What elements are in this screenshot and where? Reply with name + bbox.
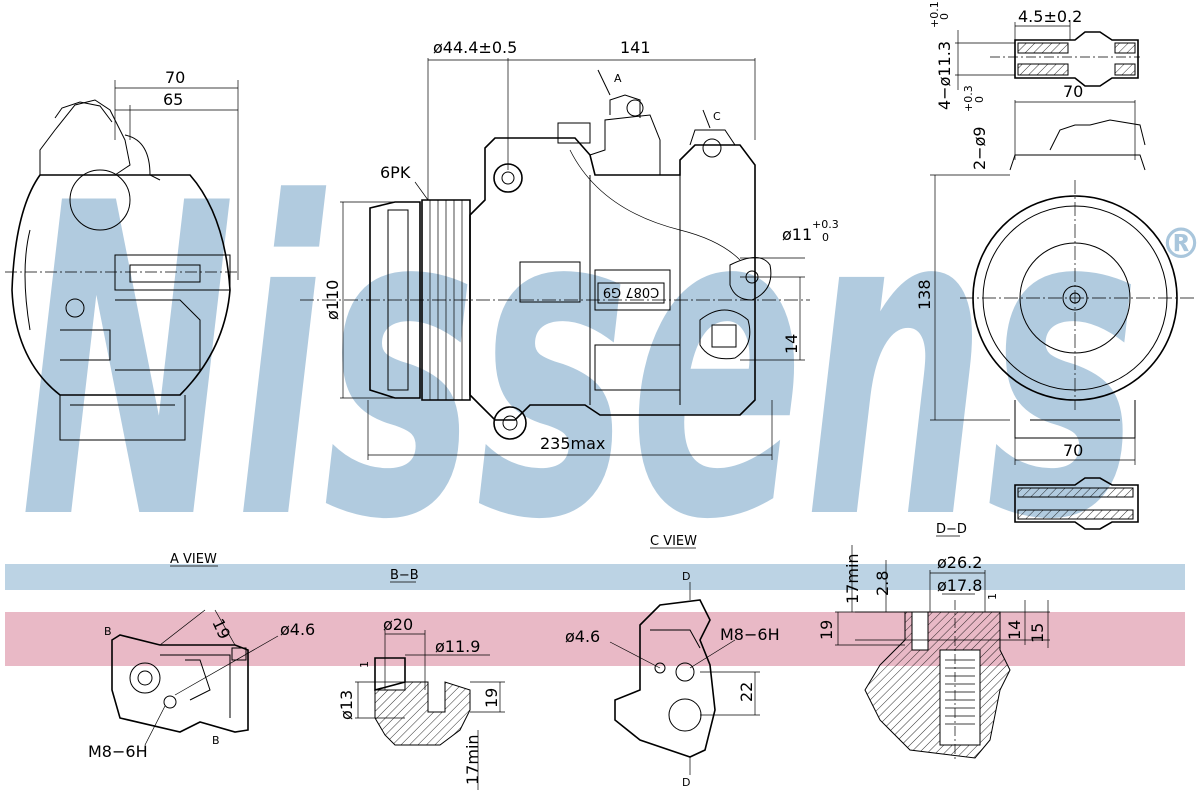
dim-holes-9: 2−ø9 bbox=[970, 126, 989, 170]
dim-pulley-diameter: ø44.4±0.5 bbox=[433, 38, 517, 57]
dd-dim-1: 1 bbox=[986, 593, 999, 600]
c-view-thread: M8−6H bbox=[720, 625, 780, 644]
dim-holes-9-lower: 0 bbox=[973, 96, 986, 103]
watermark-registered-mark: ® bbox=[1160, 219, 1200, 268]
a-view-marker-b-top: B bbox=[104, 625, 112, 638]
dim-width-70-top: 70 bbox=[1063, 82, 1083, 101]
dd-dim-17min: 17min bbox=[843, 553, 862, 604]
dim-length-235max: 235max bbox=[540, 434, 605, 453]
dim-offset-14: 14 bbox=[782, 334, 801, 354]
dim-holes-113-lower: 0 bbox=[938, 13, 951, 20]
dim-slot-45: 4.5±0.2 bbox=[1018, 7, 1082, 26]
dd-dim-28: 2.8 bbox=[873, 571, 892, 596]
watermark-text: Nissens bbox=[20, 114, 1140, 614]
bb-dim-17min: 17min bbox=[463, 734, 482, 785]
dim-holes-113: 4−ø11.3 bbox=[935, 41, 954, 110]
bb-dim-19: 19 bbox=[482, 688, 501, 708]
dim-hole-11: ø11 bbox=[782, 225, 812, 244]
dd-dia-262: ø26.2 bbox=[937, 553, 982, 572]
front-view: C087 G9 A C ø44.4±0.5 141 6PK ø11 0 235ma… bbox=[300, 38, 839, 460]
bb-dia-20: ø20 bbox=[383, 615, 413, 634]
a-view-title: A VIEW bbox=[170, 552, 217, 567]
dim-belt-6pk: 6PK bbox=[380, 163, 411, 182]
a-view-dia-46: ø4.6 bbox=[280, 620, 315, 639]
c-view-marker-d-bottom: D bbox=[682, 776, 690, 789]
dd-dim-19: 19 bbox=[817, 620, 836, 640]
right-end-view: 138 70 70 bbox=[915, 82, 1195, 465]
dim-width-70: 70 bbox=[165, 68, 185, 87]
dim-height-138: 138 bbox=[915, 279, 934, 310]
dd-dia-178: ø17.8 bbox=[937, 576, 982, 595]
c-view-marker-d-top: D bbox=[682, 570, 690, 583]
dim-hole-11-upper: +0.3 bbox=[812, 218, 839, 231]
c-view: C VIEW D D ø4.6 M8−6H 22 bbox=[565, 534, 780, 789]
watermark-logo: Nissens ® bbox=[20, 114, 1200, 614]
bb-section: B−B ø20 ø11.9 1 ø13 19 17min bbox=[337, 568, 505, 790]
c-view-dim-22: 22 bbox=[737, 682, 756, 702]
casting-stamp: C087 G9 bbox=[603, 284, 659, 299]
a-view: A VIEW 19 ø4.6 M8−6H B B bbox=[88, 552, 315, 761]
slot-detail-top: 4.5±0.2 4−ø11.3 +0.1 0 2−ø9 +0.3 0 bbox=[928, 1, 1140, 170]
dim-length-141: 141 bbox=[620, 38, 651, 57]
dd-dim-15: 15 bbox=[1028, 623, 1047, 643]
dim-width-65: 65 bbox=[163, 90, 183, 109]
a-view-marker-b-bottom: B bbox=[212, 734, 220, 747]
bb-dia-119: ø11.9 bbox=[435, 637, 480, 656]
dim-holes-9-upper: +0.3 bbox=[962, 85, 975, 112]
dim-hole-11-lower: 0 bbox=[822, 231, 829, 244]
c-view-title: C VIEW bbox=[650, 534, 697, 549]
arrow-label-c: C bbox=[713, 110, 721, 123]
c-view-dia-46: ø4.6 bbox=[565, 627, 600, 646]
dim-holes-113-upper: +0.1 bbox=[928, 1, 941, 28]
dd-section: D−D ø26.2 ø17.8 17min 2.8 1 19 14 15 bbox=[817, 522, 1050, 760]
bb-dim-1: 1 bbox=[358, 661, 371, 668]
dd-title: D−D bbox=[936, 522, 967, 537]
dd-dim-14: 14 bbox=[1005, 620, 1024, 640]
slot-detail-bottom bbox=[1014, 477, 1139, 530]
blue-band bbox=[5, 564, 1185, 590]
a-view-thread: M8−6H bbox=[88, 742, 148, 761]
dim-width-70-bottom: 70 bbox=[1063, 441, 1083, 460]
arrow-label-a: A bbox=[614, 72, 622, 85]
bb-dia-13: ø13 bbox=[337, 690, 356, 720]
bb-title: B−B bbox=[390, 568, 419, 583]
left-side-view: 70 65 bbox=[5, 68, 240, 441]
